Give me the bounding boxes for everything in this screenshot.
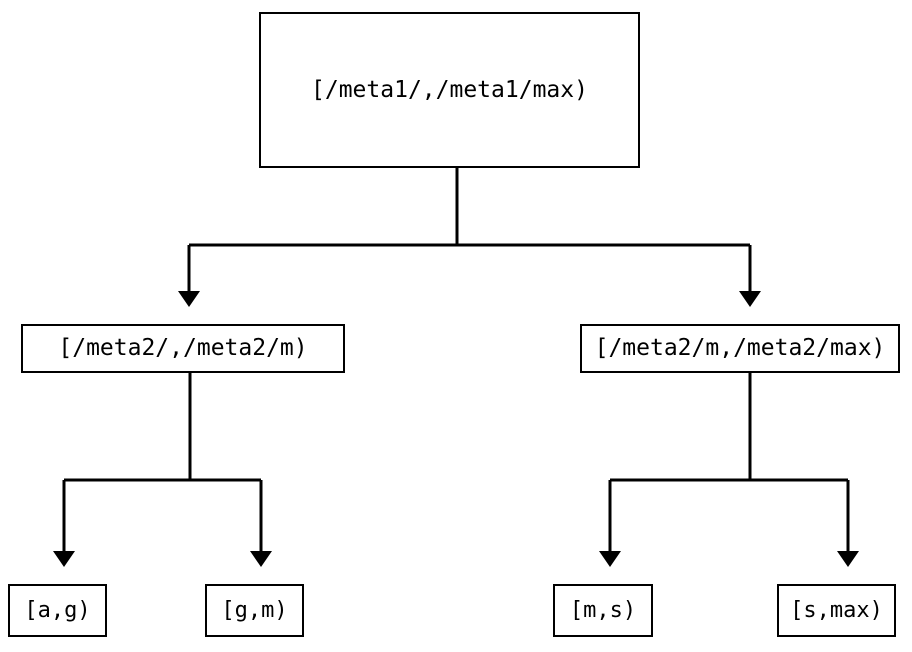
arrowhead-to-leaf-3 bbox=[599, 551, 621, 567]
arrowhead-to-mid-left bbox=[178, 291, 200, 307]
node-leaf-s-max[interactable]: [s,max) bbox=[777, 584, 896, 637]
arrowhead-to-mid-right bbox=[739, 291, 761, 307]
node-leaf-m-s-label: [m,s) bbox=[569, 597, 637, 623]
node-leaf-s-max-label: [s,max) bbox=[790, 597, 883, 623]
node-mid-left[interactable]: [/meta2/,/meta2/m) bbox=[21, 324, 345, 373]
node-root-label: [/meta1/,/meta1/max) bbox=[311, 76, 588, 103]
node-leaf-m-s[interactable]: [m,s) bbox=[553, 584, 653, 637]
arrowhead-to-leaf-2 bbox=[250, 551, 272, 567]
node-mid-right[interactable]: [/meta2/m,/meta2/max) bbox=[580, 324, 900, 373]
node-mid-left-label: [/meta2/,/meta2/m) bbox=[58, 335, 308, 361]
node-leaf-g-m-label: [g,m) bbox=[221, 597, 288, 623]
node-leaf-g-m[interactable]: [g,m) bbox=[205, 584, 304, 637]
node-mid-right-label: [/meta2/m,/meta2/max) bbox=[594, 335, 886, 361]
node-leaf-a-g-label: [a,g) bbox=[24, 597, 91, 623]
node-root[interactable]: [/meta1/,/meta1/max) bbox=[259, 12, 640, 168]
arrowhead-to-leaf-1 bbox=[53, 551, 75, 567]
arrowhead-to-leaf-4 bbox=[837, 551, 859, 567]
node-leaf-a-g[interactable]: [a,g) bbox=[8, 584, 107, 637]
